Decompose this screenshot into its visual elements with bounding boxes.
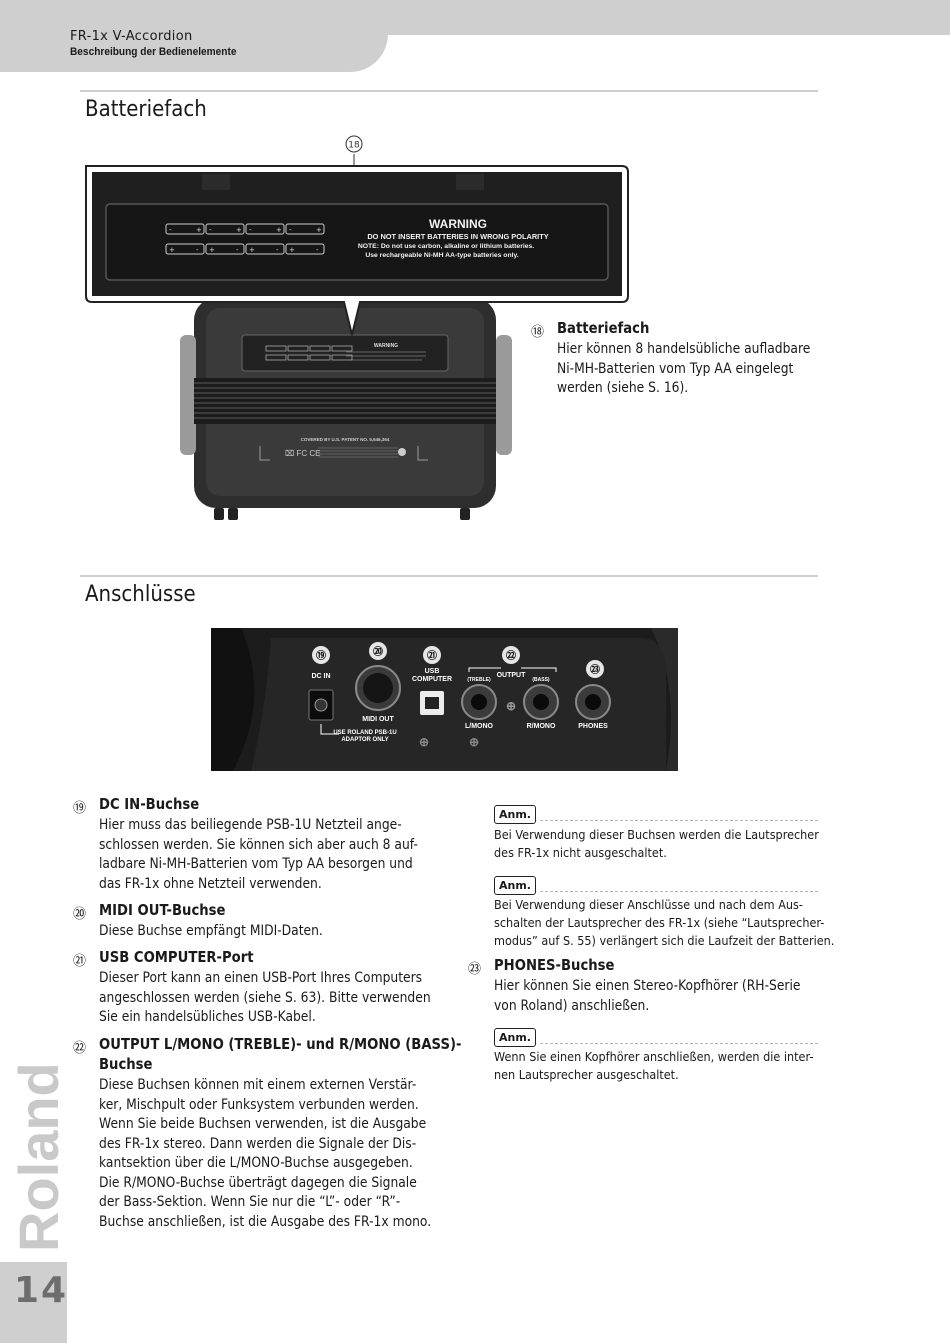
- svg-text:⊕: ⊕: [506, 699, 516, 713]
- svg-text:㉑: ㉑: [427, 649, 437, 662]
- svg-text:-: -: [236, 246, 239, 254]
- svg-text:MIDI OUT: MIDI OUT: [362, 716, 394, 723]
- item-title-output: OUTPUT L/MONO (TREBLE)- und R/MONO (BASS…: [99, 1035, 462, 1073]
- note-text: Bei Verwendung dieser Anschlüsse und nac…: [494, 897, 835, 948]
- page-number: 14: [14, 1270, 69, 1311]
- jack-panel-figure: ⑲ DC IN USE ROLAND PSB-1U ADAPTOR ONLY ⑳…: [211, 628, 678, 771]
- page-number-tab: [0, 1262, 67, 1343]
- battery-cover: [105, 203, 609, 281]
- svg-text:ADAPTOR ONLY: ADAPTOR ONLY: [341, 737, 388, 743]
- svg-text:-: -: [289, 226, 292, 234]
- svg-text:(TREBLE): (TREBLE): [467, 677, 491, 683]
- svg-text:-: -: [169, 226, 172, 234]
- callout-circle: [345, 135, 363, 153]
- svg-text:OUTPUT: OUTPUT: [497, 672, 527, 679]
- svg-text:-: -: [196, 246, 199, 254]
- warning-line1: DO NOT INSERT BATTERIES IN WRONG POLARIT…: [367, 232, 548, 241]
- note-text: Wenn Sie einen Kopfhörer anschließen, we…: [494, 1049, 814, 1082]
- svg-text:⑲: ⑲: [316, 649, 326, 662]
- note-badge: Anm.: [494, 1028, 536, 1047]
- svg-text:18: 18: [348, 141, 360, 151]
- item-body-usb: Dieser Port kann an einen USB-Port Ihres…: [99, 970, 431, 1025]
- svg-text:+: +: [289, 246, 295, 254]
- item-body-midi-out: Diese Buchse empfängt MIDI-Daten.: [99, 923, 323, 939]
- svg-text:WARNING: WARNING: [374, 343, 398, 349]
- section-heading-battery: Batteriefach: [85, 97, 207, 122]
- note-text: Bei Verwendung dieser Buchsen werden die…: [494, 827, 819, 860]
- svg-text:(BASS): (BASS): [532, 677, 550, 683]
- svg-text:⊕: ⊕: [419, 735, 429, 749]
- roland-logo: Roland: [10, 1062, 66, 1252]
- note-divider: [540, 820, 818, 821]
- svg-text:-: -: [209, 226, 212, 234]
- svg-text:-: -: [316, 246, 319, 254]
- svg-text:+: +: [249, 246, 255, 254]
- item-number: ㉑: [73, 954, 87, 969]
- svg-text:+: +: [236, 226, 242, 234]
- svg-text:㉓: ㉓: [590, 663, 600, 676]
- item-number: ⑲: [73, 801, 87, 816]
- item-number: ⑱: [531, 325, 545, 340]
- item-number: ㉓: [468, 962, 482, 977]
- svg-text:COMPUTER: COMPUTER: [412, 676, 452, 683]
- svg-text:⊕: ⊕: [469, 735, 479, 749]
- item-title-battery: Batteriefach: [557, 319, 650, 337]
- battery-compartment-figure: 18 WARNING COVERED BY U.S. PATENT NO. 5,…: [85, 135, 629, 520]
- svg-text:PHONES: PHONES: [578, 723, 608, 730]
- svg-text:+: +: [276, 226, 282, 234]
- item-title-usb: USB COMPUTER-Port: [99, 948, 254, 966]
- note-badge: Anm.: [494, 876, 536, 895]
- header-subtitle: Beschreibung der Bedienelemente: [70, 46, 237, 58]
- item-body-phones: Hier können Sie einen Stereo-Kopfhörer (…: [494, 978, 801, 1014]
- warning-line2: NOTE: Do not use carbon, alkaline or lit…: [358, 243, 534, 250]
- svg-text:+: +: [209, 246, 215, 254]
- svg-text:R/MONO: R/MONO: [527, 723, 556, 730]
- section-rule: [80, 575, 818, 577]
- warning-title: WARNING: [429, 217, 487, 231]
- svg-text:USB: USB: [425, 668, 440, 675]
- svg-text:⑳: ⑳: [373, 645, 383, 658]
- item-body-output: Diese Buchsen können mit einem externen …: [99, 1077, 432, 1230]
- item-title-dc-in: DC IN-Buchse: [99, 795, 200, 813]
- svg-text:㉒: ㉒: [506, 649, 516, 662]
- svg-text:⌧ FC CE: ⌧ FC CE: [285, 449, 320, 458]
- svg-text:+: +: [169, 246, 175, 254]
- item-title-phones: PHONES-Buchse: [494, 956, 615, 974]
- svg-text:USE ROLAND PSB-1U: USE ROLAND PSB-1U: [333, 730, 396, 736]
- battery-slots: [165, 223, 325, 255]
- svg-text:L/MONO: L/MONO: [465, 723, 494, 730]
- svg-text:-: -: [276, 246, 279, 254]
- header-tab: [0, 0, 388, 72]
- roland-logo-text: Roland: [10, 1062, 66, 1252]
- item-body-battery: Hier können 8 handelsübliche aufladbare …: [557, 341, 811, 396]
- item-number: ⑳: [73, 907, 87, 922]
- item-title-midi-out: MIDI OUT-Buchse: [99, 901, 226, 919]
- note-badge: Anm.: [494, 805, 536, 824]
- svg-text:COVERED BY U.S. PATENT NO. 5,6: COVERED BY U.S. PATENT NO. 5,646,364: [301, 437, 390, 442]
- svg-text:-: -: [249, 226, 252, 234]
- svg-text:+: +: [196, 226, 202, 234]
- section-heading-connections: Anschlüsse: [85, 582, 196, 607]
- section-rule: [80, 90, 818, 92]
- svg-text:DC IN: DC IN: [311, 673, 330, 680]
- note-divider: [540, 891, 818, 892]
- item-number: ㉒: [73, 1041, 87, 1056]
- warning-line3: Use rechargeable Ni-MH AA-type batteries…: [365, 252, 518, 259]
- item-body-dc-in: Hier muss das beiliegende PSB-1U Netztei…: [99, 817, 418, 892]
- note-divider: [540, 1043, 818, 1044]
- svg-text:+: +: [316, 226, 322, 234]
- header-title: FR-1x V-Accordion: [70, 29, 193, 44]
